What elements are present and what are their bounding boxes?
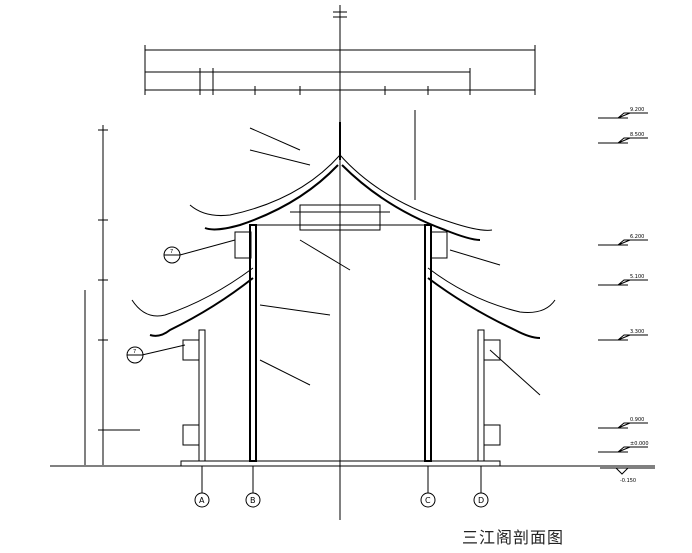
elevation-label: 6.200 xyxy=(630,234,644,240)
upper-roof xyxy=(189,122,493,259)
elevation-label: 9.200 xyxy=(630,107,644,113)
elevation-mark: 0.900 xyxy=(598,417,648,429)
center-line xyxy=(333,5,347,520)
dimension-lines xyxy=(84,45,536,465)
leader-lines xyxy=(141,110,541,396)
svg-text:A: A xyxy=(199,496,205,505)
elevation-mark: 9.200 xyxy=(598,107,648,119)
elevation-mark: 5.100 xyxy=(598,274,648,286)
elevation-marks: 9.200 8.500 6.200 5.100 3.300 0.900 ±0.000 -0.1… xyxy=(598,107,655,484)
axis-marker-c: C xyxy=(420,466,436,508)
detail-callout: 7 xyxy=(126,346,144,364)
detail-callout: 7 xyxy=(163,246,181,264)
svg-text:B: B xyxy=(250,496,256,505)
elevation-label: -0.150 xyxy=(620,478,636,484)
columns xyxy=(198,224,485,462)
drawing-title: 三江阁剖面图 xyxy=(462,528,565,547)
elevation-mark: -0.150 xyxy=(600,467,655,484)
elevation-label: 0.900 xyxy=(630,417,644,423)
elevation-mark: 6.200 xyxy=(598,234,648,246)
elevation-label: 5.100 xyxy=(630,274,644,280)
elevation-mark: ±0.000 xyxy=(598,441,649,453)
elevation-label: ±0.000 xyxy=(630,441,649,447)
elevation-mark: 3.300 xyxy=(598,329,648,341)
axis-marker-d: D xyxy=(473,466,489,508)
svg-text:7: 7 xyxy=(133,349,136,355)
svg-text:D: D xyxy=(478,496,484,505)
axis-marker-a: A xyxy=(194,466,210,508)
svg-text:7: 7 xyxy=(170,249,173,255)
ground-line xyxy=(50,460,655,467)
elevation-mark: 8.500 xyxy=(598,132,648,144)
lower-roof xyxy=(131,267,556,446)
svg-text:C: C xyxy=(425,496,431,505)
elevation-label: 3.300 xyxy=(630,329,644,335)
elevation-label: 8.500 xyxy=(630,132,644,138)
axis-marker-b: B xyxy=(245,466,261,508)
